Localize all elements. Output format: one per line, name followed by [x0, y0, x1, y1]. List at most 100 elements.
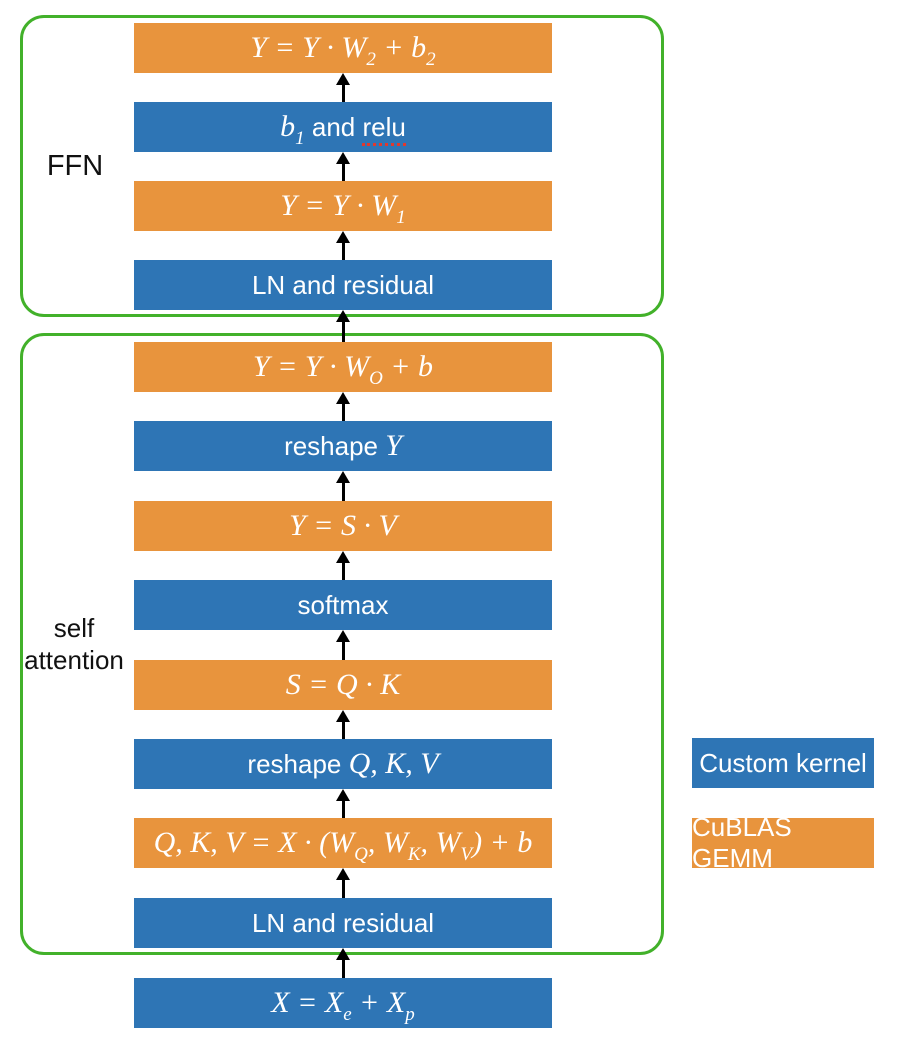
box-attn-reshape-qkv-label: reshape Q, K, V [247, 747, 438, 781]
box-ffn-ln-residual: LN and residual [134, 260, 552, 310]
box-attn-output-proj-segment: Y = Y · W [252, 350, 370, 383]
box-input-embedding: X = Xe + Xp [134, 978, 552, 1028]
box-ffn-gemm-w1-segment: Y = Y · W [280, 189, 397, 222]
box-attn-output-proj: Y = Y · WO + b [134, 342, 552, 392]
arrowhead-up-icon [336, 789, 350, 801]
box-attn-qk-gemm: S = Q · K [134, 660, 552, 710]
box-ffn-gemm-w2-segment: + b [375, 31, 427, 64]
arrowhead-up-icon [336, 710, 350, 722]
arrow-shaft [341, 801, 345, 818]
flow-arrow-up [336, 948, 350, 978]
box-attn-output-proj-segment: O [369, 368, 383, 389]
flow-arrow-up [336, 868, 350, 898]
box-ffn-ln-residual-label: LN and residual [252, 270, 434, 301]
box-attn-reshape-y-label: reshape Y [284, 429, 402, 463]
box-input-embedding-segment: + X [351, 986, 406, 1019]
self-attention-label-line2: attention [24, 645, 124, 675]
box-attn-softmax-label: softmax [297, 590, 388, 621]
box-attn-reshape-y: reshape Y [134, 421, 552, 471]
box-ffn-bias-relu-label: b1 and relu [280, 110, 406, 149]
arrow-shaft [341, 642, 345, 660]
box-ffn-gemm-w2-segment: 2 [366, 49, 376, 70]
arrow-shaft [341, 404, 345, 421]
box-attn-qkv-proj-segment: V [460, 844, 473, 865]
box-attn-reshape-y-segment: reshape [284, 431, 386, 461]
arrowhead-up-icon [336, 231, 350, 243]
box-attn-qkv-proj: Q, K, V = X · (WQ, WK, WV) + b [134, 818, 552, 868]
flow-arrow-up [336, 710, 350, 739]
box-ffn-gemm-w2-segment: 2 [426, 49, 436, 70]
box-attn-output-proj-segment: + b [382, 350, 434, 383]
flow-arrow-up [336, 310, 350, 342]
arrow-shaft [341, 164, 345, 181]
arrowhead-up-icon [336, 310, 350, 322]
arrowhead-up-icon [336, 630, 350, 642]
flow-arrow-up [336, 471, 350, 501]
box-attn-qkv-proj-segment: ) + b [472, 826, 533, 859]
box-ffn-gemm-w1-label: Y = Y · W1 [280, 189, 406, 228]
arrow-shaft [341, 960, 345, 978]
box-attn-ln-residual: LN and residual [134, 898, 552, 948]
box-attn-qk-gemm-label: S = Q · K [286, 668, 400, 702]
box-ffn-bias-relu: b1 and relu [134, 102, 552, 152]
arrowhead-up-icon [336, 73, 350, 85]
legend-cublas-gemm: CuBLAS GEMM [692, 812, 874, 873]
box-attn-ln-residual-segment: LN and residual [251, 907, 435, 938]
box-input-embedding-label: X = Xe + Xp [271, 986, 414, 1025]
flow-arrow-up [336, 630, 350, 660]
self-attention-label-line1: self [53, 613, 95, 643]
box-attn-reshape-y-segment: Y [385, 429, 402, 462]
arrowhead-up-icon [336, 392, 350, 404]
box-ffn-bias-relu-segment: relu [362, 112, 406, 146]
box-attn-output-proj-label: Y = Y · WO + b [252, 350, 434, 389]
box-attn-qkv-proj-segment: Q, K, V = X · (W [153, 826, 355, 859]
arrowhead-up-icon [336, 152, 350, 164]
box-ffn-bias-relu-segment: 1 [295, 128, 305, 149]
self-attention-group-label: self attention [8, 612, 140, 676]
box-attn-reshape-qkv-segment: Q, K, V [348, 747, 439, 780]
box-input-embedding-segment: e [343, 1004, 352, 1025]
flow-arrow-up [336, 73, 350, 102]
box-ffn-ln-residual-segment: LN and residual [251, 269, 435, 300]
box-ffn-gemm-w1: Y = Y · W1 [134, 181, 552, 231]
box-attn-qkv-proj-label: Q, K, V = X · (WQ, WK, WV) + b [153, 826, 533, 865]
box-attn-softmax-segment: softmax [297, 589, 389, 620]
flow-arrow-up [336, 152, 350, 181]
box-input-embedding-segment: p [405, 1004, 415, 1025]
box-ffn-bias-relu-segment: and [304, 112, 363, 142]
box-attn-ln-residual-label: LN and residual [252, 908, 434, 939]
box-ffn-gemm-w2-label: Y = Y · W2 + b2 [250, 31, 435, 70]
legend-custom-kernel-label: Custom kernel [699, 747, 867, 778]
arrowhead-up-icon [336, 868, 350, 880]
box-ffn-gemm-w2-segment: Y = Y · W [250, 31, 367, 64]
box-attn-qkv-proj-segment: K [407, 844, 421, 865]
arrow-shaft [341, 85, 345, 102]
flow-arrow-up [336, 231, 350, 260]
box-attn-reshape-qkv: reshape Q, K, V [134, 739, 552, 789]
legend-custom-kernel: Custom kernel [692, 738, 874, 788]
box-ffn-bias-relu-segment: b [280, 110, 296, 143]
box-attn-sv-gemm-label: Y = S · V [289, 509, 397, 543]
legend-cublas-gemm-label: CuBLAS GEMM [692, 812, 792, 873]
flow-arrow-up [336, 392, 350, 421]
box-input-embedding-segment: X = X [271, 986, 344, 1019]
arrow-shaft [341, 483, 345, 501]
arrowhead-up-icon [336, 471, 350, 483]
box-attn-reshape-qkv-segment: reshape [247, 749, 349, 779]
arrow-shaft [341, 563, 345, 580]
arrow-shaft [341, 880, 345, 898]
box-ffn-gemm-w2: Y = Y · W2 + b2 [134, 23, 552, 73]
arrow-shaft [341, 722, 345, 739]
ffn-group-label: FFN [46, 150, 104, 182]
arrow-shaft [341, 243, 345, 260]
arrowhead-up-icon [336, 948, 350, 960]
arrowhead-up-icon [336, 551, 350, 563]
box-attn-sv-gemm-segment: Y = S · V [289, 509, 397, 542]
flow-arrow-up [336, 551, 350, 580]
box-attn-sv-gemm: Y = S · V [134, 501, 552, 551]
flow-arrow-up [336, 789, 350, 818]
box-attn-qk-gemm-segment: S = Q · K [285, 668, 401, 701]
box-attn-softmax: softmax [134, 580, 552, 630]
arrow-shaft [341, 322, 345, 342]
